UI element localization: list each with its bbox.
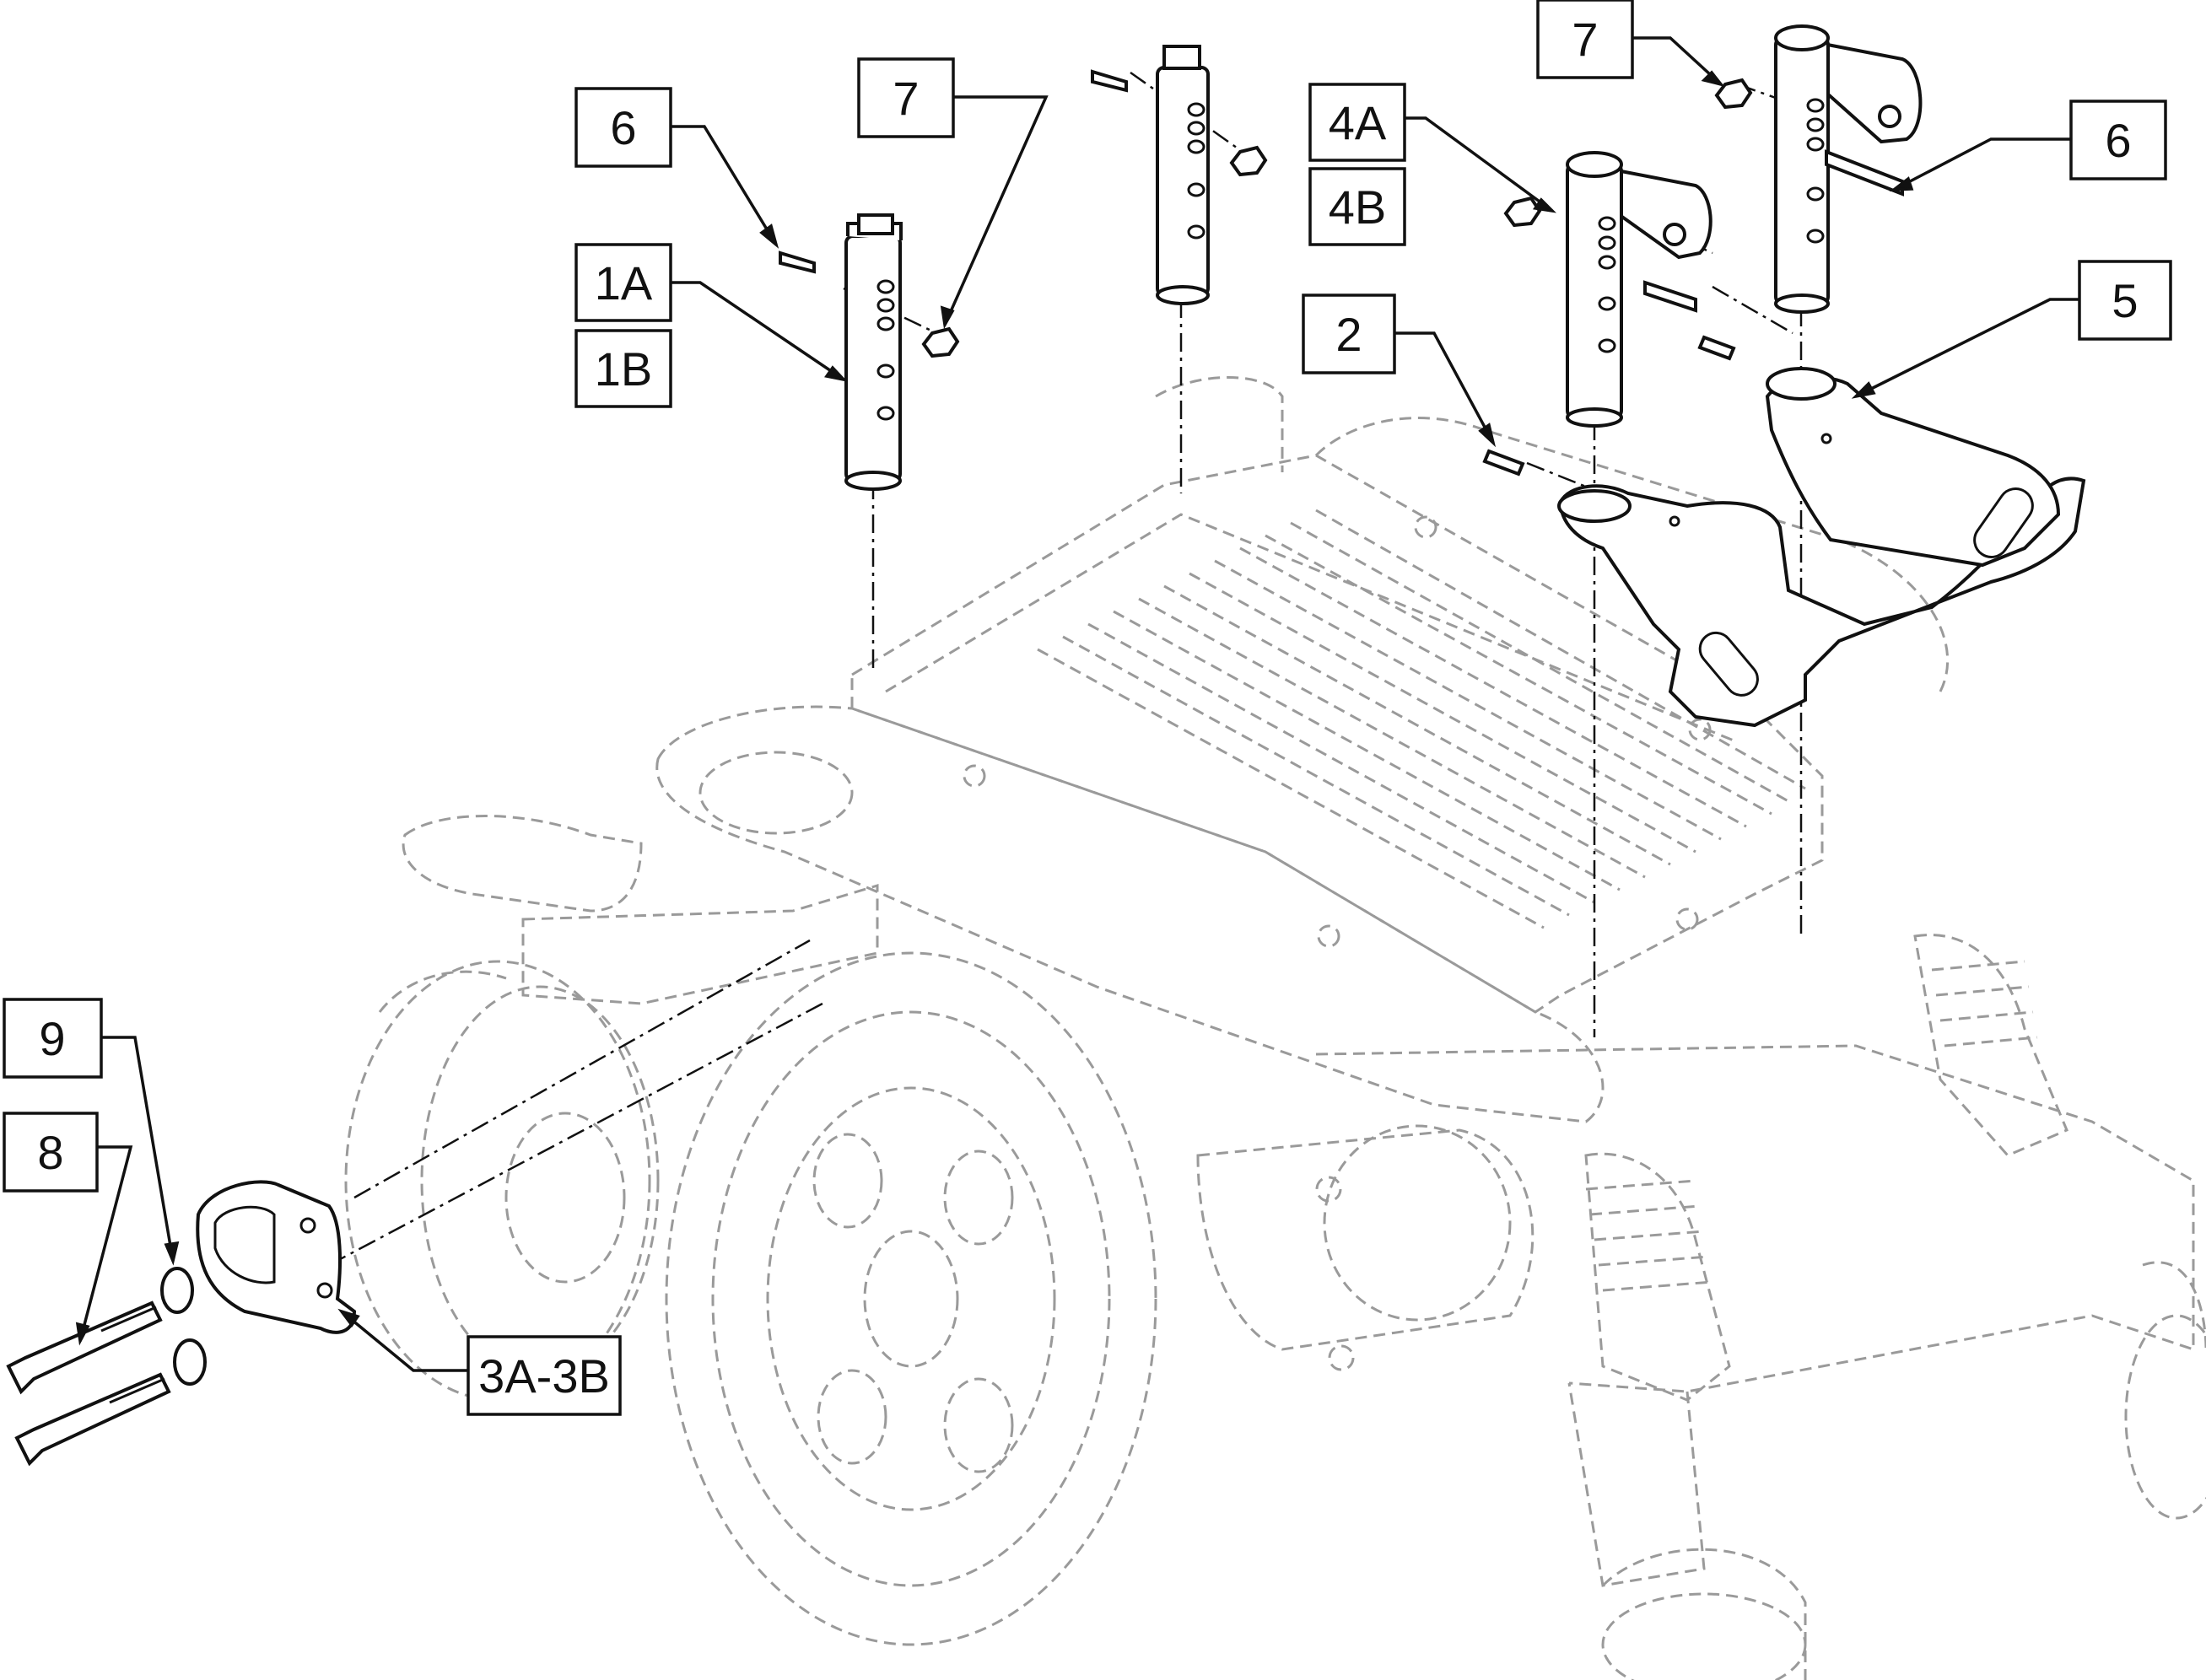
svg-text:4B: 4B [1329,180,1387,234]
svg-text:9: 9 [39,1012,65,1065]
part-7-nuts [921,78,1753,358]
callout-9: 9 [3,998,103,1079]
svg-text:5: 5 [2112,274,2138,327]
part-4-tube-with-arm-right [1774,24,1923,314]
svg-text:8: 8 [37,1126,63,1179]
callout-5: 5 [2078,260,2172,341]
part-1-tube-back [1156,45,1210,305]
part-3-side-bracket [196,1180,357,1334]
svg-text:6: 6 [610,101,636,154]
svg-text:7: 7 [1572,13,1598,66]
part-5-mounting-bracket [1557,367,2086,728]
callout-1B: 1B [574,329,672,408]
svg-text:1B: 1B [595,342,653,396]
svg-text:1A: 1A [595,256,653,310]
svg-text:2: 2 [1335,308,1362,361]
svg-text:3A-3B: 3A-3B [478,1349,610,1403]
callout-8: 8 [3,1112,99,1193]
callout-6-right: 6 [2069,100,2167,180]
callout-4A: 4A [1308,83,1406,162]
svg-text:6: 6 [2105,114,2131,167]
spring-coils [1585,960,2038,1292]
wheelchair-base-ghost [344,376,2206,1680]
callout-4B: 4B [1308,167,1406,246]
callout-7-left: 7 [857,57,955,138]
callout-2: 2 [1302,293,1396,374]
callout-1A: 1A [574,243,672,322]
part-8-bolts [6,1300,171,1467]
callout-7-right: 7 [1536,0,1634,79]
deck-slats [1037,509,1806,929]
part-4-tube-with-arm [1566,151,1712,428]
svg-text:4A: 4A [1329,96,1387,149]
svg-text:7: 7 [893,72,919,125]
part-2-set-screws [1482,335,1736,477]
part-9-washers [160,1267,207,1386]
callout-3A-3B: 3A-3B [467,1335,622,1416]
callout-6-left: 6 [574,87,672,168]
part-6-screws [779,69,1904,313]
part-1-tube-left [844,213,903,491]
